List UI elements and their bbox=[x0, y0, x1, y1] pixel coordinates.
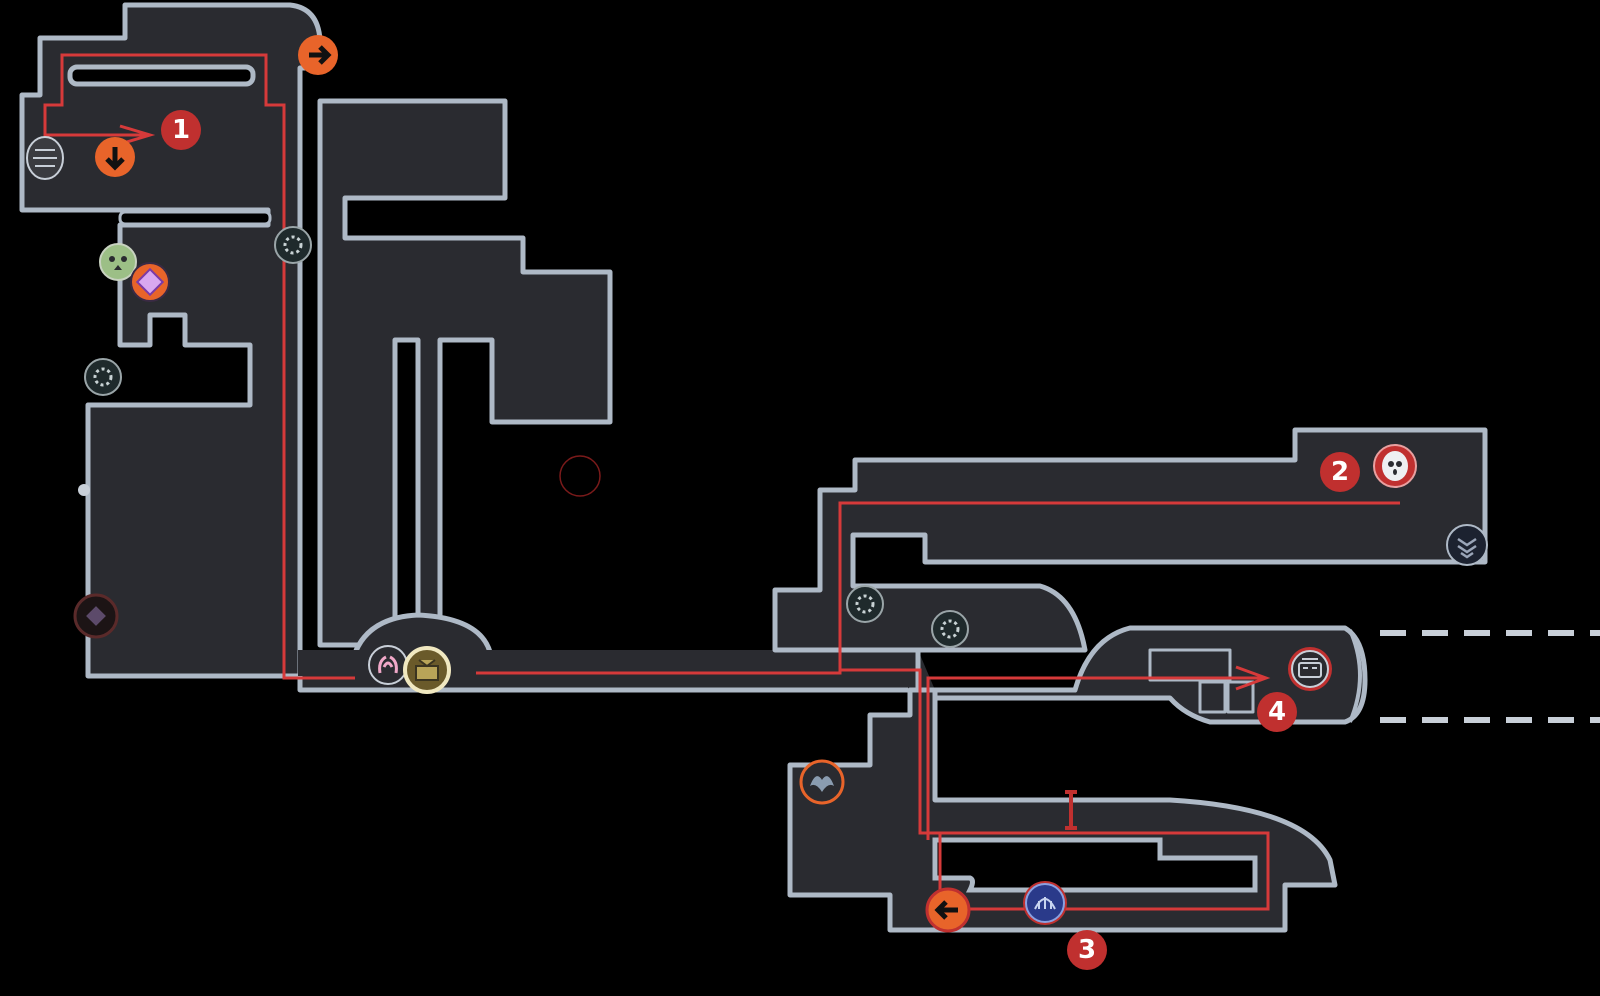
bench-icon[interactable] bbox=[403, 646, 451, 694]
tram-station-icon[interactable] bbox=[1288, 647, 1332, 691]
tram-block bbox=[1198, 680, 1227, 714]
compass-marker-icon bbox=[559, 455, 601, 497]
vendor-icon[interactable] bbox=[368, 645, 408, 685]
geo-rock-icon[interactable] bbox=[846, 585, 884, 623]
geo-rock-icon[interactable] bbox=[931, 610, 969, 648]
geo-rock-icon[interactable] bbox=[274, 226, 312, 264]
route-arrow-4 bbox=[1235, 665, 1271, 691]
route-arrow-1 bbox=[119, 124, 156, 146]
room-east-hall bbox=[772, 427, 1488, 653]
boss-icon[interactable] bbox=[1446, 524, 1488, 566]
totem-icon[interactable] bbox=[799, 759, 845, 805]
room-corridor-outline bbox=[297, 676, 908, 693]
room-slot bbox=[118, 210, 272, 226]
room-central-upper bbox=[317, 98, 613, 648]
route-segment-2 bbox=[476, 501, 1400, 675]
step-marker-label: 4 bbox=[1268, 697, 1286, 727]
step-marker-3: 3 bbox=[1067, 930, 1107, 970]
transition-arrow-down-icon[interactable] bbox=[95, 137, 135, 177]
tram-door-outline bbox=[1348, 629, 1362, 723]
route-segment-4 bbox=[926, 676, 1264, 840]
step-marker-label: 2 bbox=[1331, 457, 1349, 487]
route-segment-1 bbox=[43, 53, 355, 680]
lever-icon[interactable] bbox=[1065, 790, 1077, 830]
soul-orb-icon[interactable] bbox=[73, 593, 119, 639]
stag-station-icon[interactable] bbox=[1023, 881, 1067, 925]
transition-arrow-left-icon[interactable] bbox=[925, 887, 971, 933]
step-marker-label: 3 bbox=[1078, 935, 1096, 965]
step-marker-2: 2 bbox=[1320, 452, 1360, 492]
shade-icon bbox=[78, 484, 90, 496]
tram-block bbox=[1148, 648, 1232, 682]
ghost-icon[interactable] bbox=[1373, 444, 1417, 488]
step-marker-label: 1 bbox=[172, 115, 190, 145]
cocoon-icon[interactable] bbox=[99, 243, 137, 281]
room-slot bbox=[67, 64, 256, 87]
mask-stone-icon bbox=[26, 136, 64, 180]
charm-icon[interactable] bbox=[130, 262, 170, 302]
transition-arrow-right-icon[interactable] bbox=[298, 35, 338, 75]
step-marker-1: 1 bbox=[161, 110, 201, 150]
geo-rock-icon[interactable] bbox=[84, 358, 122, 396]
step-marker-4: 4 bbox=[1257, 692, 1297, 732]
room-south-inner bbox=[932, 837, 1258, 893]
